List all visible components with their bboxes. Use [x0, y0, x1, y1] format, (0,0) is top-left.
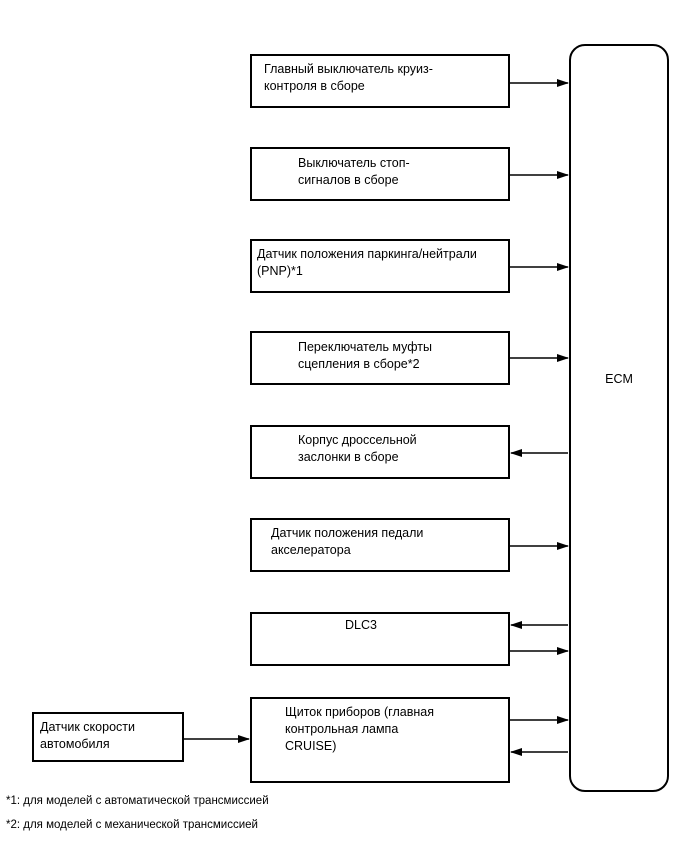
ecm-label: ECM [605, 372, 633, 386]
accel-pedal-sensor-box [250, 518, 510, 572]
stop-light-switch-label: Выключатель стоп- сигналов в сборе [298, 156, 410, 187]
pnp-switch-label: Датчик положения паркинга/нейтрали (PNP)… [257, 247, 477, 278]
dlc3-label: DLC3 [345, 618, 377, 632]
speed-sensor-box [32, 712, 184, 762]
throttle-body-box [250, 425, 510, 479]
ecm-block [569, 44, 669, 792]
cruise-main-switch-label: Главный выключатель круиз- контроля в сб… [264, 62, 433, 93]
combination-meter-label: Щиток приборов (главная контрольная ламп… [285, 705, 434, 753]
pnp-switch-box [250, 239, 510, 293]
speed-sensor-label: Датчик скорости автомобиля [40, 720, 135, 751]
footnote-2: *2: для моделей с механической трансмисс… [6, 819, 258, 831]
clutch-switch-box [250, 331, 510, 385]
clutch-switch-label: Переключатель муфты сцепления в сборе*2 [298, 340, 432, 371]
accel-pedal-sensor-label: Датчик положения педали акселератора [271, 526, 424, 557]
throttle-body-label: Корпус дроссельной заслонки в сборе [298, 433, 417, 464]
cruise-main-switch-box [250, 54, 510, 108]
combination-meter-box [250, 697, 510, 783]
stop-light-switch-box [250, 147, 510, 201]
footnote-1: *1: для моделей с автоматической трансми… [6, 795, 269, 807]
dlc3-box [250, 612, 510, 666]
